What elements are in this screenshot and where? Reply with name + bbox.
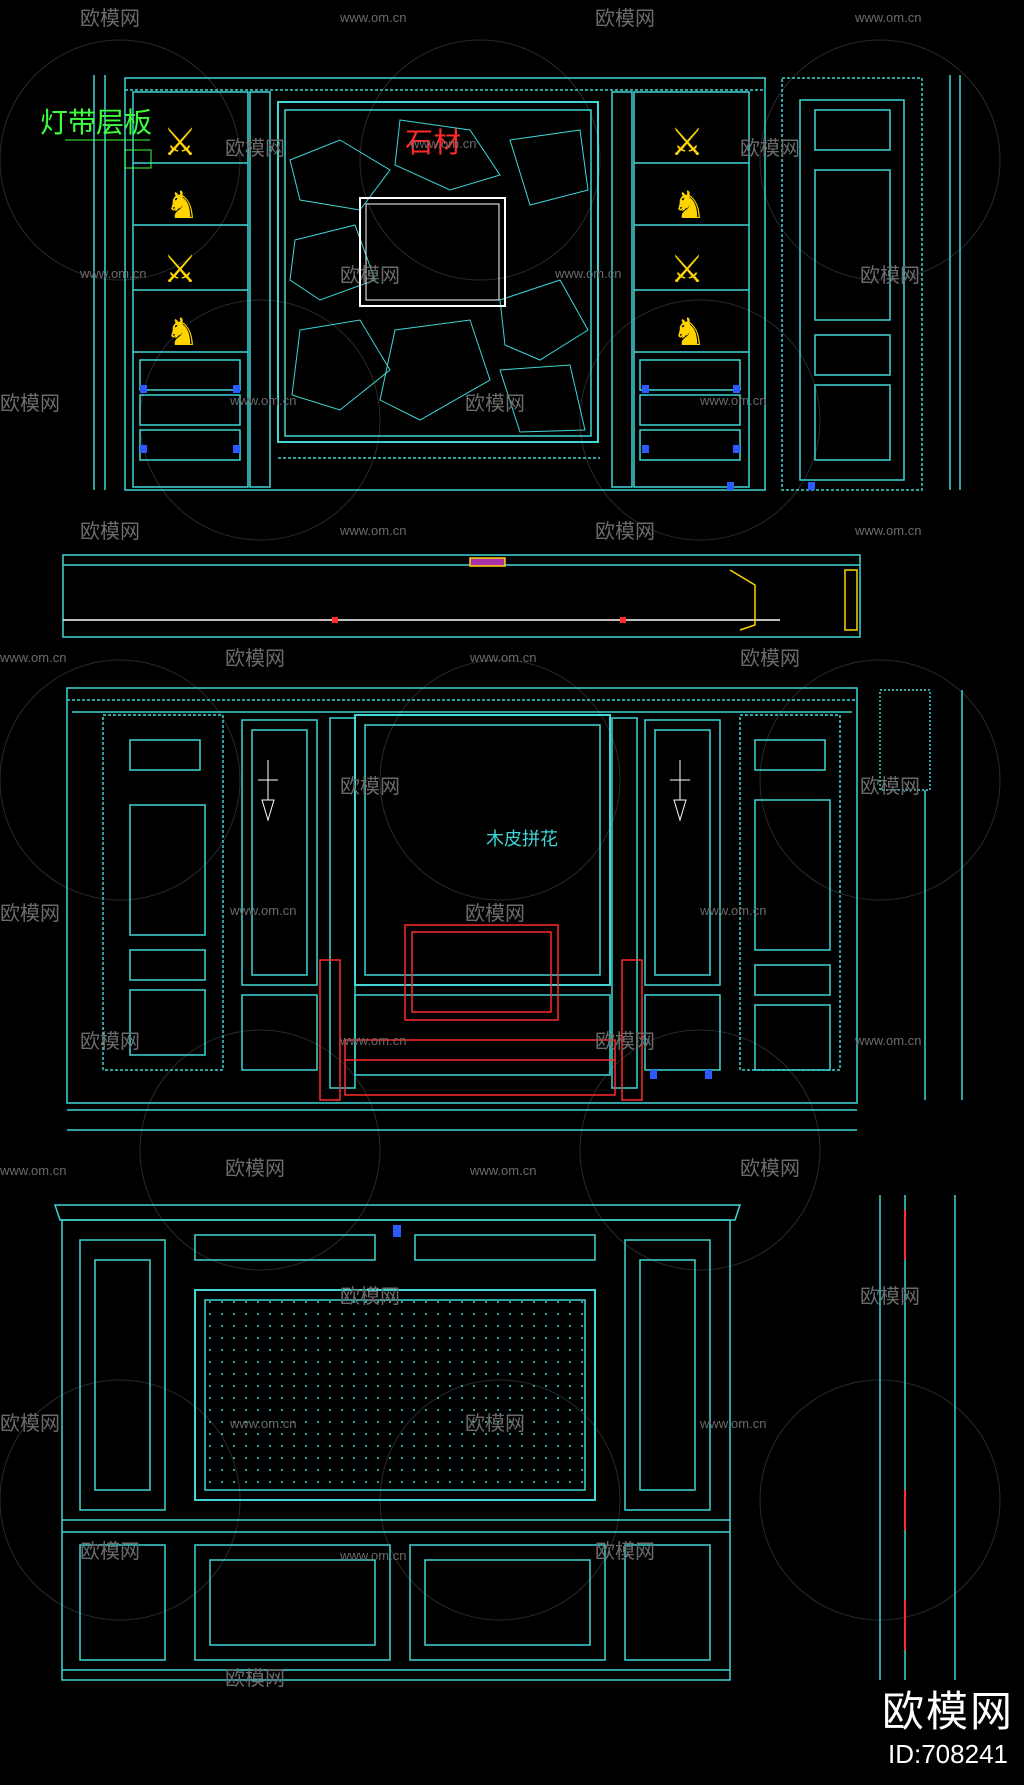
plan-section — [62, 554, 861, 638]
watermark-cn: 欧模网 — [595, 1030, 655, 1053]
quilted-panel — [206, 1301, 584, 1489]
watermark-cn: 欧模网 — [740, 1157, 800, 1180]
watermark-cn: 欧模网 — [595, 1540, 655, 1563]
watermark-url: www.om.cn — [854, 10, 921, 25]
watermark-url: www.om.cn — [699, 393, 766, 408]
watermark-cn: 欧模网 — [225, 137, 285, 160]
watermark-cn: 欧模网 — [860, 264, 920, 287]
watermark-url: www.om.cn — [339, 1033, 406, 1048]
tv-outline — [359, 197, 506, 307]
brand-id: ID:708241 — [888, 1739, 1008, 1769]
watermark-url: www.om.cn — [79, 266, 146, 281]
watermark-cn: 欧模网 — [80, 520, 140, 543]
watermark-cn: 欧模网 — [340, 775, 400, 798]
stone-pattern — [289, 119, 589, 433]
watermark-url: www.om.cn — [0, 650, 66, 665]
watermark-cn: 欧模网 — [80, 1030, 140, 1053]
watermark-url: www.om.cn — [339, 10, 406, 25]
watermark-url: www.om.cn — [699, 1416, 766, 1431]
elevation-2 — [66, 687, 963, 1131]
horse-ornament-icon: ♞ — [672, 312, 706, 354]
watermark-cn: 欧模网 — [0, 902, 60, 925]
watermark-cn: 欧模网 — [465, 392, 525, 415]
tv-screen — [365, 203, 500, 301]
watermark-url: www.om.cn — [854, 1033, 921, 1048]
section-red-marks — [332, 617, 626, 623]
cannon-ornament-icon: ⚔ — [163, 122, 197, 164]
watermark-url: www.om.cn — [229, 1416, 296, 1431]
brand-name: 欧模网 — [881, 1687, 1014, 1736]
label-light-strip-shelf: 灯带层板 — [40, 106, 152, 139]
horse-ornament-icon: ♞ — [165, 185, 199, 227]
watermark-cn: 欧模网 — [595, 520, 655, 543]
watermark-url: www.om.cn — [229, 393, 296, 408]
watermark-cn: 欧模网 — [465, 1412, 525, 1435]
watermark-cn: 欧模网 — [225, 647, 285, 670]
label-stone: 石材 — [405, 126, 461, 159]
horse-ornament-icon: ♞ — [672, 185, 706, 227]
watermark-url: www.om.cn — [469, 650, 536, 665]
blue-marker-3 — [393, 1225, 401, 1237]
brand-badge: 欧模网 ID:708241 — [882, 1691, 1014, 1770]
watermark-url: www.om.cn — [409, 136, 476, 151]
watermark-cn: 欧模网 — [465, 902, 525, 925]
watermark-cn-tiles: 欧模网 欧模网 欧模网 欧模网 欧模网 欧模网 欧模网 欧模网 欧模网 欧模网 … — [0, 7, 920, 1690]
blue-markers-1 — [140, 385, 815, 490]
tv-cabinet-red — [319, 924, 643, 1101]
ornaments-right: ⚔ ♞ ⚔ ♞ — [670, 122, 706, 354]
watermark-cn: 欧模网 — [340, 264, 400, 287]
cannon-ornament-icon: ⚔ — [670, 249, 704, 291]
label-veneer-pattern: 木皮拼花 — [486, 829, 558, 850]
watermark-cn: 欧模网 — [80, 1540, 140, 1563]
horse-ornament-icon: ♞ — [165, 312, 199, 354]
watermark-cn: 欧模网 — [340, 1285, 400, 1308]
ornaments-left: ⚔ ♞ ⚔ ♞ — [163, 122, 199, 354]
wall-sconces — [258, 760, 690, 822]
elevation-1 — [93, 75, 961, 491]
watermark-cn: 欧模网 — [225, 1667, 285, 1690]
leader-box — [124, 149, 152, 169]
watermark-cn: 欧模网 — [0, 1412, 60, 1435]
watermark-cn: 欧模网 — [225, 1157, 285, 1180]
cannon-ornament-icon: ⚔ — [163, 249, 197, 291]
watermark-url: www.om.cn — [854, 523, 921, 538]
watermark-url: www.om.cn — [699, 903, 766, 918]
cannon-ornament-icon: ⚔ — [670, 122, 704, 164]
watermark-url: www.om.cn — [469, 1163, 536, 1178]
elevation-3 — [53, 1195, 956, 1681]
watermark-url: www.om.cn — [0, 1163, 66, 1178]
watermark-cn: 欧模网 — [740, 647, 800, 670]
watermark-url: www.om.cn — [339, 1548, 406, 1563]
watermark-cn: 欧模网 — [80, 7, 140, 30]
watermark-url: www.om.cn — [229, 903, 296, 918]
watermark-cn: 欧模网 — [740, 137, 800, 160]
watermark-url: www.om.cn — [339, 523, 406, 538]
blue-markers-2 — [650, 1070, 712, 1079]
watermark-url: www.om.cn — [554, 266, 621, 281]
watermark-cn: 欧模网 — [0, 392, 60, 415]
watermark-cn: 欧模网 — [860, 775, 920, 798]
watermark-cn: 欧模网 — [860, 1285, 920, 1308]
watermark-cn: 欧模网 — [595, 7, 655, 30]
watermark-tiles: www.om.cn www.om.cn www.om.cn www.om.cn … — [0, 10, 921, 1563]
